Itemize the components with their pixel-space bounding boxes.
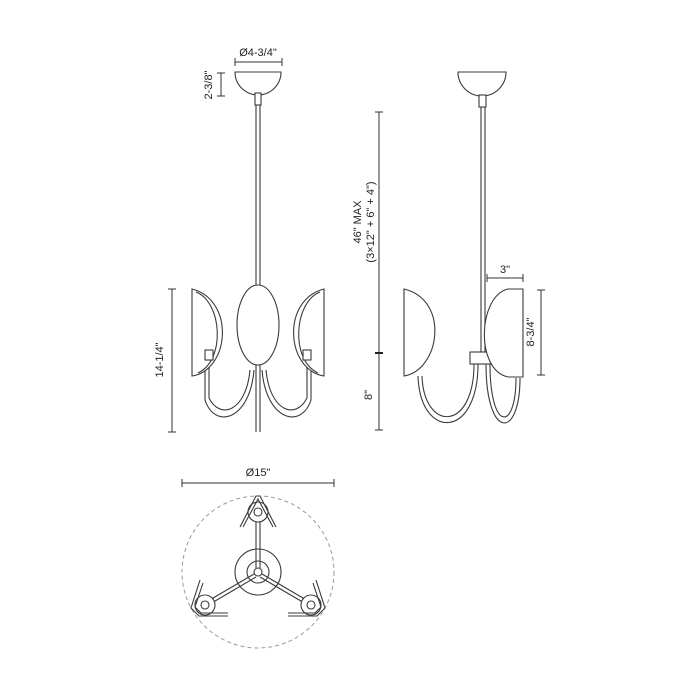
canopy-inner-circle [246, 560, 270, 584]
left-shade [191, 288, 223, 377]
canopy-height-dimension: 2-3/8" [203, 70, 225, 99]
side-view: 46" MAX (3×12" + 6" + 4") 8" 3" [352, 71, 545, 431]
side-left-shade [403, 288, 436, 377]
canopy-diameter-dimension: Ø4-3/4" [234, 47, 283, 66]
overall-diameter-dimension: Ø15" [181, 467, 335, 487]
right-shade [293, 288, 325, 377]
side-right-shade [483, 288, 524, 378]
canopy-outer-circle [234, 548, 282, 596]
lower-height-label: 8" [363, 390, 375, 400]
shade-height-label: 8-3/4" [525, 317, 537, 346]
fixture-height-label: 14-1/4" [154, 342, 166, 377]
overall-height-label-2: (3×12" + 6" + 4") [365, 181, 377, 262]
canopy-height-label: 2-3/8" [203, 70, 215, 99]
shade-height-dimension: 8-3/4" [525, 289, 545, 376]
shade-offset-label: 3" [500, 264, 510, 276]
overall-diameter-label: Ø15" [246, 467, 271, 479]
center-body [236, 284, 280, 366]
canopy-diameter-label: Ø4-3/4" [239, 47, 277, 59]
fixture-height-dimension: 14-1/4" [154, 288, 176, 433]
canopy-collar [254, 92, 262, 106]
canopy [234, 71, 282, 96]
side-canopy [457, 71, 507, 97]
front-view: Ø4-3/4" 2-3/8" [154, 47, 325, 433]
shade-offset-dimension: 3" [486, 264, 524, 282]
top-view: Ø15" [181, 467, 335, 649]
overall-height-dimension: 46" MAX (3×12" + 6" + 4") 8" [352, 111, 383, 431]
overall-height-label-1: 46" MAX [352, 200, 364, 244]
